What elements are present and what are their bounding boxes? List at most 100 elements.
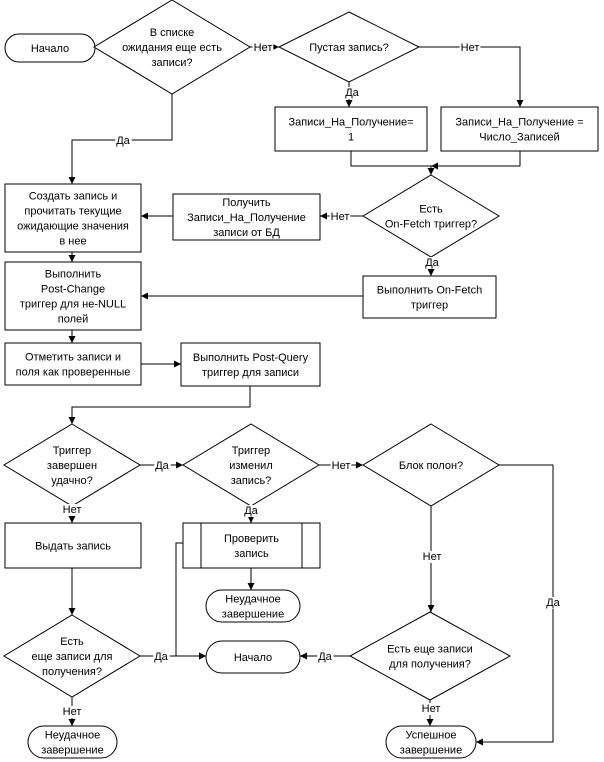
label-trigger-ok-no: Нет (63, 504, 82, 516)
terminal-success-line: завершение (400, 745, 462, 757)
edge-postquery-to-trigger-ok-head (68, 417, 76, 424)
edge-more1-no-to-failure-head (68, 719, 76, 726)
label-empty-no-bg (459, 42, 481, 54)
decision-block-full-text: Блок полон? (399, 460, 463, 472)
terminal-failure-top-line: Неудачное (225, 594, 280, 606)
terminal-success-pill (385, 725, 477, 759)
decision-more-records-right: Есть еще записи для получения? (348, 611, 512, 701)
decision-trigger-success-line: завершен (47, 460, 97, 472)
process-post-change-box (4, 261, 142, 331)
edge-waiting-no-to-empty-head (272, 43, 279, 51)
terminal-failure-top-line: завершение (222, 609, 284, 621)
start-terminal: Начало (4, 33, 96, 63)
decision-onfetch-trigger-line: Есть (419, 204, 443, 216)
label-empty-yes-bg (344, 87, 361, 99)
label-waiting-no-bg (252, 42, 274, 54)
edge-count-to-onfetch (431, 151, 521, 170)
label-more2-yes: Да (318, 651, 332, 663)
process-records-to-fetch-one-text: Записи_На_Получение=1 (288, 117, 413, 144)
edge-issue-to-more1 (68, 568, 76, 615)
edge-more2-yes-to-start2-head (300, 652, 307, 660)
edge-one-to-onfetch (350, 151, 435, 175)
decision-trigger-changed-line: изменил (229, 460, 273, 472)
label-waiting-no: Нет (254, 42, 273, 54)
decision-more-records-right-line: Есть еще записи (387, 644, 473, 656)
edge-validate-to-failure (247, 568, 255, 590)
start-terminal-line: Начало (31, 43, 69, 55)
process-records-to-fetch-one-box (274, 106, 428, 152)
process-mark-validated-box (4, 342, 142, 386)
decision-empty-record-text: Пустая запись? (309, 42, 388, 54)
process-post-query-line: триггер для записи (202, 367, 299, 379)
start-terminal-second-pill (205, 640, 301, 674)
edge-empty-no-to-count-head (516, 100, 524, 107)
label-block-full-no: Нет (423, 551, 442, 563)
label-changed-yes: Да (244, 505, 258, 517)
decision-more-records-left-line: Есть (60, 636, 84, 648)
edge-changed-yes-to-validate-head (247, 516, 255, 523)
edge-empty-no-to-count-line (419, 46, 521, 107)
label-changed-yes-bg (243, 505, 260, 517)
label-changed-no: Нет (332, 460, 351, 472)
start-terminal-text: Начало (31, 43, 69, 55)
process-post-query-text: Выполнить Post-Query триггер для записи (193, 352, 309, 379)
decision-waiting-records-diamond (93, 0, 251, 95)
process-records-to-fetch-count-line: Число_Записей (479, 132, 559, 144)
process-validate-record-box (182, 522, 321, 569)
process-post-change-line: Post-Change (41, 284, 105, 296)
process-exec-onfetch-box (362, 275, 497, 319)
edge-postchange-to-mark (68, 330, 76, 343)
edge-getdb-to-create (141, 212, 173, 220)
label-block-full-no-bg (421, 551, 443, 563)
label-block-full-yes: Да (546, 597, 560, 609)
edge-onfetch-yes-to-exec-head (427, 269, 435, 276)
edge-postquery-to-trigger-ok (68, 386, 251, 424)
edge-issue-to-more1-head (68, 608, 76, 615)
edge-onfetch-no-to-getdb-head (320, 212, 327, 220)
edge-exec-to-postchange-head (141, 292, 148, 300)
edge-mark-to-postquery-head (174, 360, 181, 368)
process-post-query: Выполнить Post-Query триггер для записи (180, 342, 321, 387)
decision-more-records-right-line: для получения? (389, 659, 471, 671)
label-waiting-yes: Да (116, 135, 130, 147)
label-trigger-ok-no-bg (61, 504, 83, 516)
process-post-query-line: Выполнить Post-Query (193, 352, 309, 364)
process-get-records-db-line: Получить (222, 197, 271, 209)
decision-block-full-diamond (362, 423, 500, 507)
process-issue-record-box (4, 522, 142, 569)
process-issue-record-text: Выдать запись (35, 541, 111, 553)
label-onfetch-yes: Да (425, 257, 439, 269)
edge-validate-to-failure-head (247, 583, 255, 590)
process-issue-record-line: Выдать запись (35, 541, 111, 553)
decision-more-records-left-line: получения? (42, 666, 102, 678)
process-issue-record: Выдать запись (4, 522, 142, 569)
edge-validate-ok-to-start2-head (199, 652, 206, 660)
label-trigger-ok-yes: Да (155, 460, 169, 472)
process-exec-onfetch-line: триггер (411, 300, 448, 312)
edge-getdb-to-create-head (141, 212, 148, 220)
edge-count-to-onfetch-line (431, 151, 521, 167)
label-onfetch-no-bg (329, 211, 351, 223)
process-records-to-fetch-count-box (440, 106, 599, 152)
decision-trigger-success-line: Триггер (53, 445, 91, 457)
decision-empty-record-line: Пустая запись? (309, 42, 388, 54)
terminal-success-line: Успешное (406, 730, 457, 742)
decision-onfetch-trigger-line: On-Fetch триггер? (385, 219, 477, 231)
process-create-record-line: в нее (59, 236, 86, 248)
process-post-change-line: Выполнить (45, 269, 102, 281)
decision-empty-record: Пустая запись? (277, 11, 421, 83)
terminal-success-text: Успешное завершение (400, 730, 462, 757)
terminal-failure-bottom-line: завершение (41, 745, 103, 757)
edge-changed-no-to-block-full-head (356, 461, 363, 469)
edge-one-to-onfetch-line (350, 151, 432, 175)
